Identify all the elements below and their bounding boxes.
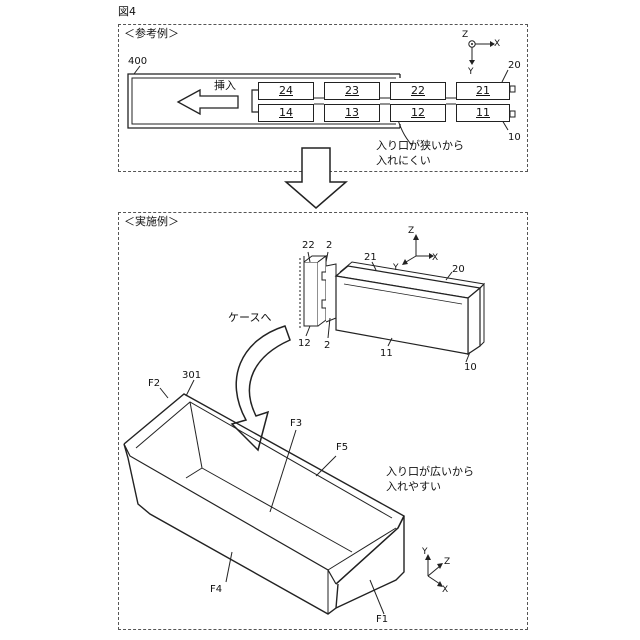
emb2-axis-x: X xyxy=(442,584,448,596)
emb2-axis-y: Y xyxy=(422,546,428,558)
emb2-axis-z: Z xyxy=(444,556,450,568)
